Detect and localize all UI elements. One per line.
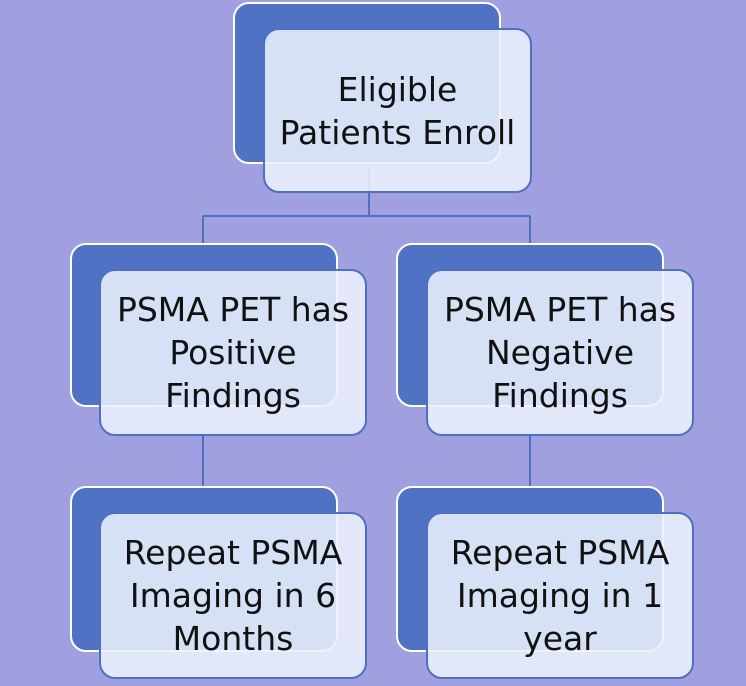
node-repeat-1-year-label: Repeat PSMA Imaging in 1 year [450,533,670,658]
node-repeat-6-months: Repeat PSMA Imaging in 6 Months [99,512,367,679]
node-root-label: Eligible Patients Enroll [279,69,516,152]
node-positive: PSMA PET has Positive Findings [99,269,367,436]
node-negative: PSMA PET has Negative Findings [426,269,694,436]
node-positive-label: PSMA PET has Positive Findings [116,290,350,415]
node-repeat-6-months-label: Repeat PSMA Imaging in 6 Months [123,533,343,658]
node-repeat-1-year: Repeat PSMA Imaging in 1 year [426,512,694,679]
node-root: Eligible Patients Enroll [263,28,532,193]
node-negative-label: PSMA PET has Negative Findings [443,290,677,415]
